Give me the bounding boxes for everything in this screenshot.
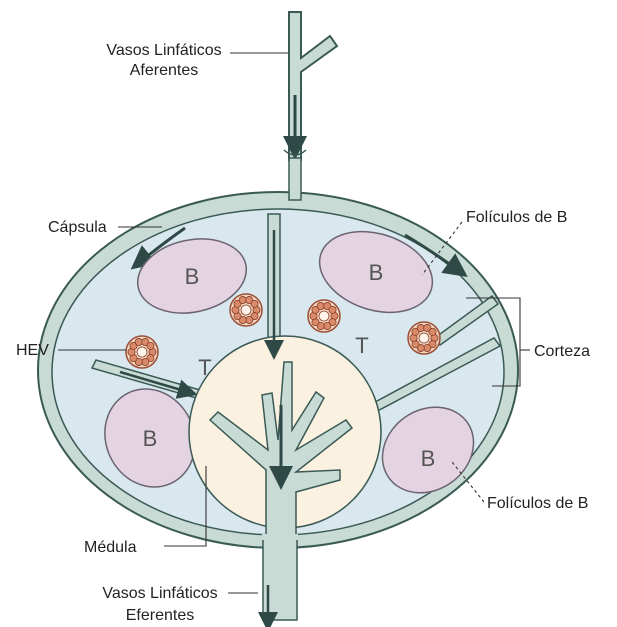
hev-vessel-icon [408,322,440,354]
afferent-lymphatic-vessel [284,12,337,164]
t-zone-letter-left: T [198,355,211,380]
hev-vessel-icon [126,336,158,368]
medulla-label-text: Médula [84,539,137,556]
afferent-label-line1: Vasos Linfáticos [106,42,221,59]
hev-vessel-icon [230,294,262,326]
capsule-label-text: Cápsula [48,219,107,236]
afferent-junction [289,158,301,200]
efferent-label-line1: Vasos Linfáticos [102,585,217,602]
b-follicle-letter: B [143,426,158,451]
efferent-label-line2: Eferentes [126,607,194,624]
hev-vessel-icon [308,300,340,332]
hev-label-text: HEV [16,342,49,359]
afferent-label: Vasos Linfáticos Aferentes [106,42,288,79]
b-follicle-letter: B [185,264,200,289]
b-follicle-letter: B [421,446,436,471]
t-zone-letter-right: T [355,333,368,358]
afferent-label-line2: Aferentes [130,62,198,79]
follicles-bottom-label-text: Folículos de B [487,495,588,512]
b-follicle-letter: B [369,260,384,285]
efferent-label: Vasos Linfáticos Eferentes [102,585,258,624]
efferent-lymphatic-vessel [262,534,298,622]
cortex-label-text: Corteza [534,343,590,360]
follicles-top-label-text: Folículos de B [466,209,567,226]
